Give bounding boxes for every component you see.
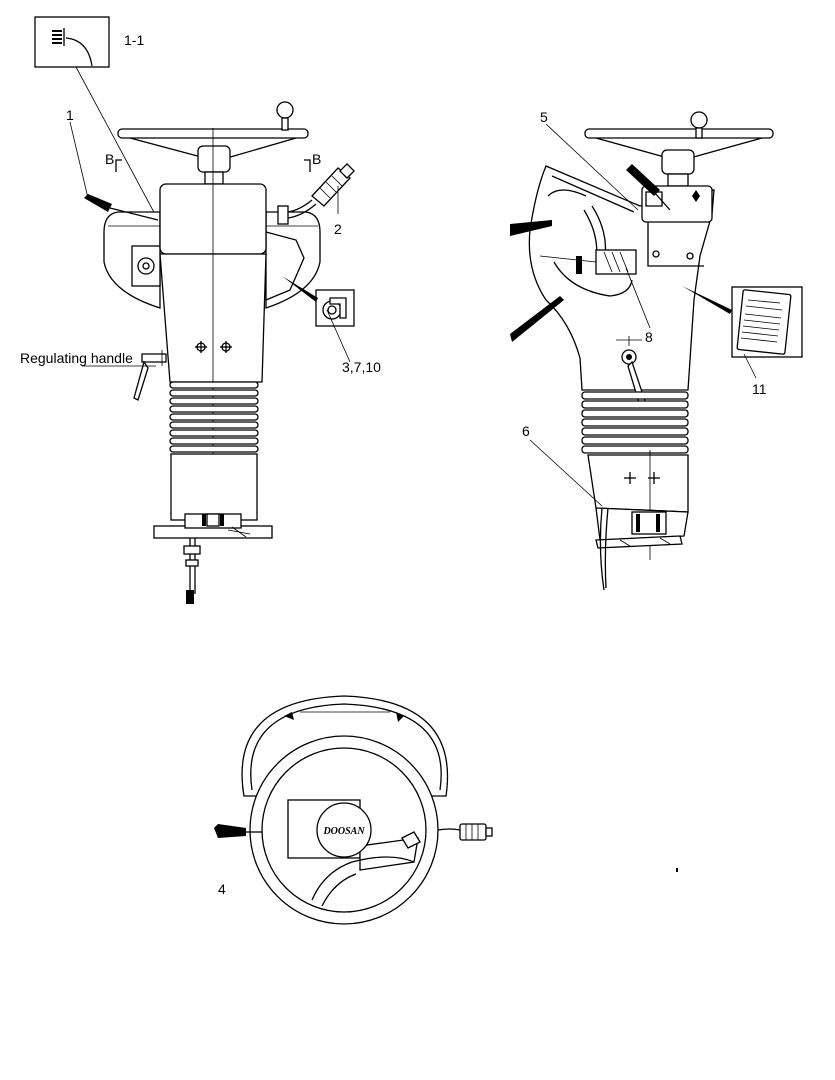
section-label-b-right: B: [312, 151, 321, 167]
label-8: 8: [645, 329, 653, 345]
section-label-b-left: B: [105, 151, 114, 167]
front-view: [34, 16, 355, 604]
cable-connector-icon: [277, 163, 355, 225]
lever-knob-icon: [84, 194, 159, 221]
label-4: 4: [218, 881, 226, 897]
label-3-7-10: 3,7,10: [342, 359, 381, 375]
section-view: [510, 111, 803, 591]
key-switch-icon: [315, 289, 355, 327]
brand-logo: DOOSAN: [322, 826, 365, 837]
label-1-1: 1-1: [124, 32, 144, 48]
label-2: 2: [334, 221, 342, 237]
top-view: DOOSAN: [214, 695, 678, 925]
steering-wheel-top: DOOSAN: [249, 735, 439, 925]
label-6: 6: [522, 423, 530, 439]
detail-box-1-1: [34, 16, 110, 68]
label-1: 1: [66, 107, 74, 123]
top-connector: [437, 823, 493, 841]
label-5: 5: [540, 109, 548, 125]
label-regulating-handle: Regulating handle: [20, 350, 133, 366]
label-11: 11: [752, 381, 767, 397]
warning-label-icon: [731, 286, 803, 358]
bellows: [169, 381, 259, 453]
regulating-handle: [133, 350, 167, 401]
